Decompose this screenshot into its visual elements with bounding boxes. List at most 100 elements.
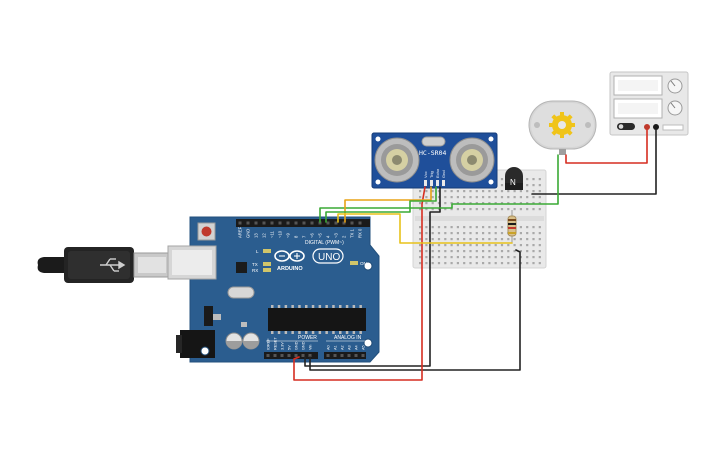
breadboard-hole[interactable] <box>513 238 516 241</box>
breadboard-hole[interactable] <box>425 208 428 211</box>
header-pin[interactable] <box>318 221 322 225</box>
breadboard-hole[interactable] <box>519 202 522 205</box>
breadboard-hole[interactable] <box>526 238 529 241</box>
breadboard-hole[interactable] <box>482 250 485 253</box>
breadboard-hole[interactable] <box>500 190 504 193</box>
breadboard-hole[interactable] <box>475 262 478 265</box>
breadboard-hole[interactable] <box>450 226 453 229</box>
breadboard-hole[interactable] <box>526 202 529 205</box>
breadboard-hole[interactable] <box>526 226 529 229</box>
breadboard-hole[interactable] <box>431 196 434 199</box>
breadboard-hole[interactable] <box>519 250 522 253</box>
header-pin[interactable] <box>310 221 314 225</box>
breadboard-hole[interactable] <box>538 256 541 259</box>
breadboard-hole[interactable] <box>475 190 478 193</box>
breadboard-hole[interactable] <box>532 262 535 265</box>
breadboard-hole[interactable] <box>463 202 466 205</box>
breadboard-hole[interactable] <box>419 190 422 193</box>
breadboard-hole[interactable] <box>482 244 485 247</box>
breadboard-hole[interactable] <box>494 256 497 259</box>
header-pin[interactable] <box>266 354 270 357</box>
breadboard-hole[interactable] <box>513 208 516 211</box>
breadboard-hole[interactable] <box>507 238 510 241</box>
header-pin[interactable] <box>270 221 274 225</box>
breadboard-hole[interactable] <box>519 232 522 235</box>
breadboard-hole[interactable] <box>456 196 459 199</box>
breadboard-hole[interactable] <box>482 238 485 241</box>
breadboard-hole[interactable] <box>463 196 466 199</box>
breadboard-hole[interactable] <box>469 208 472 211</box>
breadboard-hole[interactable] <box>437 208 441 211</box>
wire-red-supply[interactable] <box>565 129 648 164</box>
header-pin[interactable] <box>354 354 358 357</box>
breadboard-hole[interactable] <box>532 232 535 235</box>
breadboard-hole[interactable] <box>431 208 434 211</box>
breadboard-hole[interactable] <box>488 232 491 235</box>
current-knob[interactable] <box>667 100 683 116</box>
breadboard-hole[interactable] <box>488 202 491 205</box>
breadboard-hole[interactable] <box>500 226 504 229</box>
breadboard-hole[interactable] <box>431 244 434 247</box>
breadboard-hole[interactable] <box>513 262 516 265</box>
breadboard-hole[interactable] <box>444 250 447 253</box>
breadboard-hole[interactable] <box>532 250 535 253</box>
breadboard-hole[interactable] <box>494 244 497 247</box>
breadboard-hole[interactable] <box>482 196 485 199</box>
breadboard-hole[interactable] <box>532 178 535 181</box>
breadboard-hole[interactable] <box>488 256 491 259</box>
header-pin[interactable] <box>262 221 266 225</box>
breadboard-hole[interactable] <box>437 190 441 193</box>
header-pin[interactable] <box>278 221 282 225</box>
header-pin[interactable] <box>294 354 298 357</box>
breadboard-hole[interactable] <box>431 232 434 235</box>
breadboard-hole[interactable] <box>513 196 516 199</box>
breadboard-hole[interactable] <box>450 262 453 265</box>
header-pin[interactable] <box>347 354 351 357</box>
breadboard-hole[interactable] <box>494 262 497 265</box>
breadboard-hole[interactable] <box>450 232 453 235</box>
breadboard-hole[interactable] <box>463 232 466 235</box>
breadboard-hole[interactable] <box>526 232 529 235</box>
breadboard-hole[interactable] <box>538 184 541 187</box>
breadboard-hole[interactable] <box>507 196 510 199</box>
header-pin[interactable] <box>326 354 330 357</box>
breadboard-hole[interactable] <box>450 208 453 211</box>
breadboard-hole[interactable] <box>475 232 478 235</box>
breadboard-hole[interactable] <box>469 226 472 229</box>
breadboard-hole[interactable] <box>538 238 541 241</box>
breadboard-hole[interactable] <box>500 238 504 241</box>
breadboard-hole[interactable] <box>444 262 447 265</box>
breadboard-hole[interactable] <box>500 196 504 199</box>
breadboard-hole[interactable] <box>431 202 434 205</box>
breadboard-hole[interactable] <box>456 238 459 241</box>
breadboard-hole[interactable] <box>419 262 422 265</box>
breadboard-hole[interactable] <box>500 262 504 265</box>
breadboard-hole[interactable] <box>437 232 441 235</box>
header-pin[interactable] <box>286 221 290 225</box>
breadboard-hole[interactable] <box>431 190 434 193</box>
breadboard-hole[interactable] <box>482 190 485 193</box>
breadboard-hole[interactable] <box>475 226 478 229</box>
power-header[interactable] <box>264 352 318 359</box>
breadboard-hole[interactable] <box>437 202 441 205</box>
breadboard-hole[interactable] <box>463 208 466 211</box>
breadboard-hole[interactable] <box>488 238 491 241</box>
breadboard-hole[interactable] <box>519 244 522 247</box>
breadboard-hole[interactable] <box>444 238 447 241</box>
header-pin[interactable] <box>246 221 250 225</box>
breadboard-hole[interactable] <box>444 196 447 199</box>
breadboard-hole[interactable] <box>507 208 510 211</box>
breadboard-hole[interactable] <box>519 262 522 265</box>
breadboard-hole[interactable] <box>532 256 535 259</box>
breadboard-hole[interactable] <box>419 256 422 259</box>
breadboard-hole[interactable] <box>494 250 497 253</box>
breadboard-hole[interactable] <box>532 196 535 199</box>
breadboard-hole[interactable] <box>532 184 535 187</box>
breadboard-hole[interactable] <box>419 226 422 229</box>
breadboard-hole[interactable] <box>425 250 428 253</box>
breadboard-hole[interactable] <box>513 256 516 259</box>
breadboard-hole[interactable] <box>456 232 459 235</box>
breadboard-hole[interactable] <box>494 196 497 199</box>
breadboard-hole[interactable] <box>538 232 541 235</box>
